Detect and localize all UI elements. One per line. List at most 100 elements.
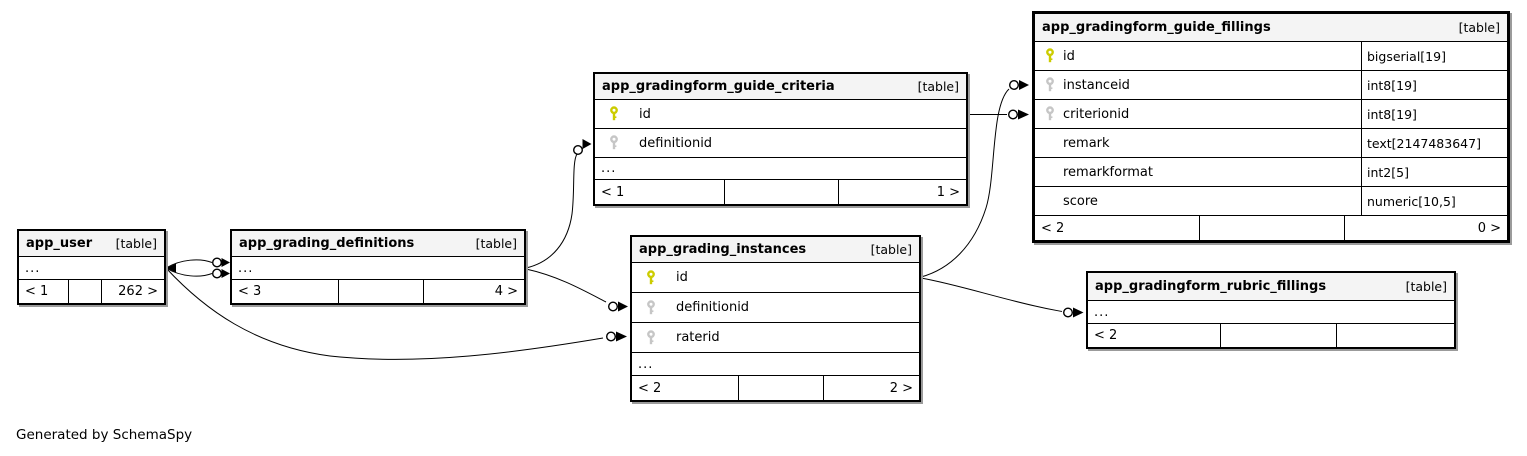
table-footer: < 1 1 > (595, 180, 966, 204)
table-type-tag: [table] (1458, 20, 1500, 35)
column-name: remarkformat (1063, 164, 1153, 180)
parent-count: < 2 (1041, 220, 1065, 236)
column-row-remarkformat: remarkformat int2[5] (1035, 158, 1507, 187)
child-count: 262 > (101, 280, 164, 303)
ellipsis-text: ... (25, 260, 41, 276)
column-name-cell: score (1035, 187, 1361, 215)
child-count (1336, 324, 1454, 347)
column-type: int8[19] (1361, 100, 1507, 128)
child-count: 1 > (838, 180, 966, 204)
column-name: definitionid (639, 135, 713, 151)
table-header[interactable]: app_gradingform_guide_fillings [table] (1035, 14, 1507, 42)
rel-definitions-to-user-1 (165, 257, 230, 269)
primary-key-icon (647, 269, 655, 284)
table-footer: < 2 0 > (1035, 216, 1507, 240)
foreign-key-icon (1046, 77, 1054, 92)
child-count: 2 > (823, 376, 919, 400)
column-type: numeric[10,5] (1361, 187, 1507, 215)
rel-fillings-criterionid-to-criteria (968, 109, 1029, 120)
column-type: int8[19] (1361, 71, 1507, 99)
column-row-definitionid: definitionid (632, 293, 919, 323)
ellipsis-text: ... (1094, 304, 1110, 320)
child-count: 0 > (1344, 216, 1507, 240)
rel-criteria-definitionid-to-definitions (525, 139, 592, 269)
column-row-instanceid: instanceid int8[19] (1035, 71, 1507, 100)
table-header[interactable]: app_user [table] (19, 231, 164, 257)
ellipsis-text: ... (638, 356, 654, 372)
column-row-id: id bigserial[19] (1035, 42, 1507, 71)
no-key-spacer (1045, 193, 1055, 209)
footer-spacer (1199, 216, 1344, 240)
ellipsis-text: ... (238, 260, 254, 276)
table-header[interactable]: app_gradingform_guide_criteria [table] (595, 74, 966, 100)
table-footer: < 2 2 > (632, 376, 919, 400)
column-row-remark: remark text[2147483647] (1035, 129, 1507, 158)
table-header[interactable]: app_grading_definitions [table] (232, 231, 524, 257)
footer-spacer (1220, 324, 1336, 347)
column-type: int2[5] (1361, 158, 1507, 186)
table-name[interactable]: app_grading_definitions (239, 236, 415, 251)
column-row-definitionid: definitionid (595, 129, 966, 158)
parent-count: < 3 (238, 284, 262, 299)
table-type-tag: [table] (115, 236, 157, 251)
table-type-tag: [table] (917, 79, 959, 94)
rel-junction-wedge (166, 263, 176, 273)
footer-spacer (738, 376, 823, 400)
table-app-grading-definitions[interactable]: app_grading_definitions [table] ... < 3 … (230, 229, 526, 305)
table-name[interactable]: app_gradingform_guide_criteria (602, 79, 835, 94)
hidden-columns-row: ... (19, 257, 164, 280)
child-count: 4 > (423, 280, 524, 303)
column-type: text[2147483647] (1361, 129, 1507, 157)
ellipsis-text: ... (601, 161, 617, 176)
table-header[interactable]: app_gradingform_rubric_fillings [table] (1088, 273, 1454, 301)
table-type-tag: [table] (475, 236, 517, 251)
table-app-user[interactable]: app_user [table] ... < 1 262 > (17, 229, 166, 305)
foreign-key-icon (647, 329, 655, 344)
table-name[interactable]: app_gradingform_rubric_fillings (1095, 279, 1327, 294)
hidden-columns-row: ... (232, 257, 524, 280)
column-row-score: score numeric[10,5] (1035, 187, 1507, 216)
hidden-columns-row: ... (632, 353, 919, 376)
table-name[interactable]: app_user (26, 236, 93, 251)
table-name[interactable]: app_gradingform_guide_fillings (1042, 20, 1271, 35)
table-app-grading-instances[interactable]: app_grading_instances [table] id definit… (630, 235, 921, 402)
primary-key-icon (610, 106, 618, 121)
column-name: score (1063, 193, 1098, 209)
column-row-raterid: raterid (632, 323, 919, 353)
parent-count: < 2 (1094, 328, 1118, 343)
no-key-spacer (1045, 135, 1055, 151)
generated-by-caption: Generated by SchemaSpy (16, 427, 193, 443)
column-name: remark (1063, 135, 1110, 151)
parent-count: < 2 (638, 380, 662, 396)
column-name: id (639, 106, 651, 122)
column-row-criterionid: criterionid int8[19] (1035, 100, 1507, 129)
table-footer: < 3 4 > (232, 280, 524, 303)
parent-count: < 1 (25, 284, 49, 299)
column-name-cell: remarkformat (1035, 158, 1361, 186)
foreign-key-icon (610, 135, 618, 150)
parent-count: < 1 (601, 184, 625, 200)
table-header[interactable]: app_grading_instances [table] (632, 237, 919, 263)
foreign-key-icon (1046, 106, 1054, 121)
footer-spacer (68, 280, 101, 303)
column-name-cell: remark (1035, 129, 1361, 157)
rel-instances-definitionid-to-definitions (525, 268, 628, 312)
foreign-key-icon (647, 299, 655, 314)
table-app-gradingform-guide-criteria[interactable]: app_gradingform_guide_criteria [table] i… (593, 72, 968, 206)
column-name-cell: criterionid (1035, 100, 1361, 128)
hidden-columns-row: ... (595, 158, 966, 180)
hidden-columns-row: ... (1088, 301, 1454, 324)
footer-spacer (724, 180, 838, 204)
footer-spacer (338, 280, 423, 303)
table-app-gradingform-guide-fillings[interactable]: app_gradingform_guide_fillings [table] i… (1032, 11, 1510, 243)
table-name[interactable]: app_grading_instances (639, 242, 807, 257)
rel-rubricfillings-to-instances (920, 277, 1084, 318)
table-app-gradingform-rubric-fillings[interactable]: app_gradingform_rubric_fillings [table] … (1086, 271, 1456, 349)
column-name: instanceid (1063, 77, 1130, 93)
primary-key-icon (1046, 48, 1054, 63)
table-footer: < 1 262 > (19, 280, 164, 303)
column-type: bigserial[19] (1361, 42, 1507, 70)
column-name: id (1063, 48, 1075, 64)
column-row-id: id (595, 100, 966, 129)
